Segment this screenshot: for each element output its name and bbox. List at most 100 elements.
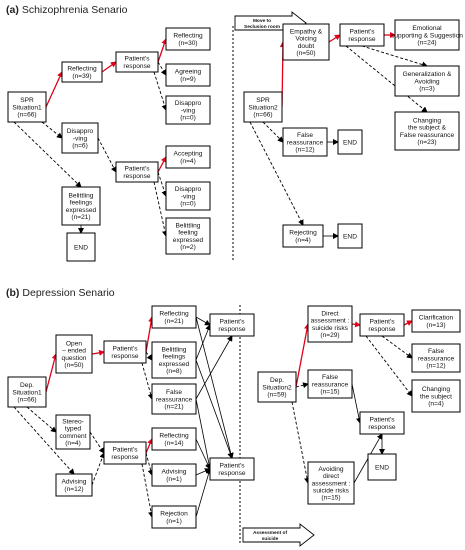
node-label-line: feeling [178, 230, 198, 237]
edge-b_r_reject-to-b_pr4 [195, 468, 212, 518]
edge-b_r_reflect1-to-b_pr3 [195, 316, 211, 326]
node-label-line: (n=2) [180, 244, 196, 251]
node-label-line: (n=66) [17, 112, 36, 119]
node-box [282, 127, 328, 157]
edge-b_pr2-to-b_r_reject [141, 463, 155, 518]
node-box [151, 341, 197, 379]
node-box [115, 51, 159, 73]
node-label-line: False reassurance [400, 132, 455, 139]
node-box [359, 411, 405, 435]
node-box [394, 65, 460, 97]
edge-b_pr5-to-b_false3 [381, 335, 413, 359]
node-label-line: (n=0) [180, 201, 196, 208]
node-box [103, 441, 147, 465]
node-label-line: Avoiding [414, 78, 440, 85]
node-b-r-reject: Rejection(n=1) [151, 505, 197, 529]
edge-a_pr2-to-a_r_disapprove2 [157, 171, 168, 197]
nodes-layer: SPRSituation1(n=66)Reflecting(n=39)Disap… [7, 19, 463, 529]
node-label-line: Patient's [369, 417, 395, 424]
node-label-line: (n=8) [166, 368, 182, 375]
node-label-line: Patient's [112, 447, 138, 454]
node-label-line: response [348, 36, 375, 43]
node-label-line: (n=4) [65, 440, 81, 447]
edge-b_dep1-to-b_stereo [26, 406, 57, 433]
node-a-gen: Generalization &Avoiding(n=3) [394, 65, 460, 97]
node-label-line: (n=15) [321, 495, 340, 502]
node-b-dep1: Dep.Situation1(n=66) [7, 376, 47, 408]
node-box [165, 63, 211, 87]
node-box [209, 313, 255, 337]
edge-a_empathy-to-a_pr3 [328, 34, 341, 43]
node-label-line: response [218, 470, 245, 477]
node-label-line: response [218, 326, 245, 333]
edge-b_pr5-to-b_change [365, 335, 413, 397]
edge-a_reflect-to-a_pr1 [101, 61, 117, 73]
edge-a_disapprove-to-a_pr2 [97, 137, 117, 173]
node-label-line: (n=66) [17, 397, 36, 404]
edge-a_pr1-to-a_r_reflect [157, 38, 168, 63]
node-a-end2: END [337, 129, 363, 155]
node-label-line: END [343, 233, 357, 240]
node-box [394, 19, 460, 51]
edge-b_false2-to-b_pr6 [351, 383, 362, 424]
node-label-line: Patient's [124, 56, 150, 63]
node-label-line: END [74, 244, 88, 251]
node-label-line: expressed [173, 237, 204, 244]
edge-a_spr2-to-a_false [262, 121, 284, 143]
node-label-line: Patient's [219, 319, 245, 326]
node-label-line: Patient's [349, 29, 375, 36]
edge-b_r_false-to-b_pr4 [195, 398, 212, 470]
node-label-line: Disappro [67, 128, 94, 135]
node-box [337, 223, 363, 249]
node-box [243, 91, 283, 123]
node-label-line: -ving [181, 193, 196, 200]
node-label-line: reassurance [287, 139, 324, 146]
edge-a_spr1-to-a_belittle [13, 121, 82, 188]
node-box [165, 145, 211, 169]
edge-b_pr5-to-b_clar [403, 320, 413, 326]
node-label-line: (n=29) [320, 332, 339, 339]
node-a-r-agree: Agreeing(n=9) [165, 63, 211, 87]
edge-b_dep2-to-b_direct [295, 323, 311, 388]
node-box [103, 340, 147, 364]
node-label-line: Reflecting [67, 66, 97, 73]
node-label-line: (n=4) [295, 237, 311, 244]
node-b-advising: Advising(n=12) [55, 473, 93, 497]
node-label-line: END [375, 464, 389, 471]
node-label-line: assessment : [312, 480, 351, 487]
node-box [165, 27, 211, 51]
node-label-line: reassurance [312, 381, 349, 388]
node-label-line: False [297, 132, 313, 139]
edge-b_pr1-to-b_r_false [141, 362, 154, 400]
edge-b_pr2-to-b_r_advising [145, 452, 154, 476]
node-label-line: Agreeing [175, 69, 202, 76]
node-label-line: assessment : [311, 318, 350, 325]
node-label-line: the subject & [408, 125, 447, 132]
node-label-line: Empathy & [290, 29, 323, 36]
node-label-line: (n=9) [180, 76, 196, 83]
node-label-line: Open [66, 341, 82, 348]
node-label-line: – ended [62, 348, 86, 355]
edge-b_r_reflect2-to-b_pr4 [195, 438, 211, 470]
node-label-line: (n=23) [417, 139, 436, 146]
node-box [411, 309, 461, 333]
node-a-r-disapprove1: Disappro-ving(n=0) [165, 95, 211, 125]
edge-b_direct-to-b_pr5 [351, 321, 361, 328]
node-box [165, 95, 211, 125]
node-label-line: response [368, 326, 395, 333]
node-label-line: (n=4) [180, 158, 196, 165]
node-label-line: Situation2 [262, 384, 292, 391]
node-label-line: (n=66) [253, 112, 272, 119]
node-label-line: Advising [162, 469, 187, 476]
node-label-line: -ving [181, 107, 196, 114]
node-label-line: Situation1 [12, 389, 42, 396]
